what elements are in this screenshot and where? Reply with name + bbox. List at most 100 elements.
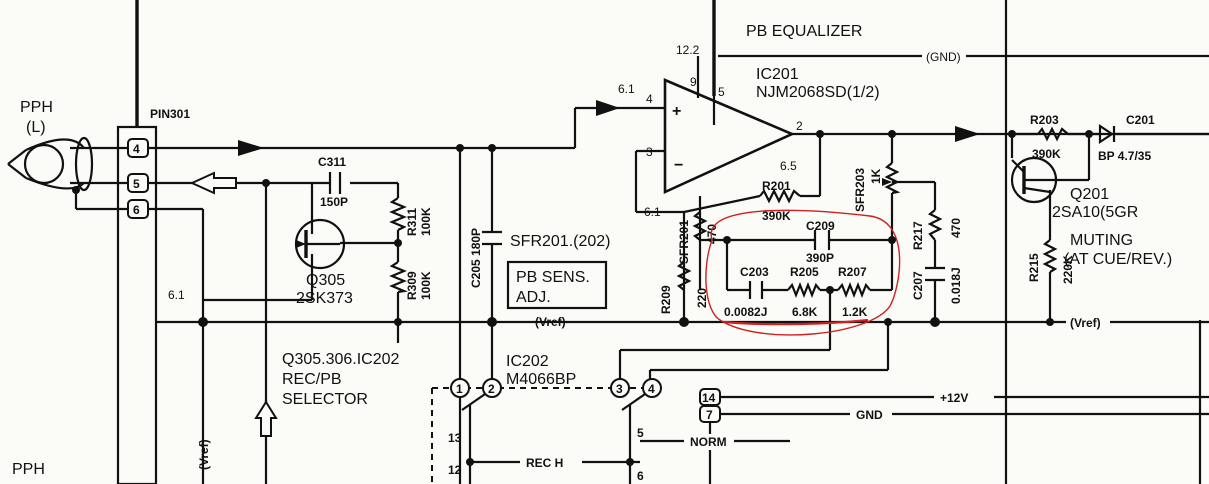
feedback-network: R201 390K SFR201 470 R209 220 C209 390P … (659, 162, 963, 336)
ic202-pin-3: 3 (616, 382, 623, 396)
pph-left-connector: PPH (L) PPH (7, 99, 94, 478)
q305-area: C311 150P R311 100K R309 100K Q305 2SK37… (282, 155, 433, 408)
norm-label: NORM (690, 435, 727, 449)
ic201-opamp: + − 4 3 2 9 5 6.1 6.1 6.5 12.2 PB EQUALI… (618, 23, 966, 219)
opamp-voltage-out: 6.5 (780, 159, 797, 173)
q201-part: 2SA10(5GR (1052, 204, 1138, 221)
vref-right-label: (Vref) (1070, 316, 1101, 330)
c203-ref: C203 (740, 265, 769, 279)
vref-vertical-label: (Vref) (197, 439, 211, 470)
ic201-part: NJM2068SD(1/2) (756, 84, 880, 101)
arrow-right-icon (955, 126, 980, 142)
selector-line-1: Q305.306.IC202 (282, 351, 400, 368)
r207-ref: R207 (838, 265, 867, 279)
c207-ref: C207 (911, 271, 925, 300)
opamp-pin-out: 2 (796, 119, 803, 133)
ic202-pin-7: 7 (706, 408, 713, 422)
pph-l-label-2: (L) (26, 119, 46, 136)
sfr201-ref: SFR201 (677, 220, 691, 264)
r215-value: 220K (1061, 255, 1075, 284)
r311-value: 100K (419, 207, 433, 236)
arrow-right-icon (596, 100, 620, 116)
sfr-label: SFR201.(202) (510, 233, 611, 250)
opamp-pin-gnd: 5 (718, 85, 725, 99)
arrow-right-icon (238, 140, 264, 156)
junctions (72, 130, 1093, 466)
q305-part: 2SK373 (296, 290, 353, 307)
c205-label: C205 180P (469, 228, 483, 288)
arrow-left-hollow-icon (189, 171, 237, 195)
c311-value: 150P (320, 195, 348, 209)
r201-ref: R201 (762, 179, 791, 193)
r309-value: 100K (419, 271, 433, 300)
pin301-label: PIN301 (150, 107, 190, 121)
sfr203-ref: SFR203 (853, 168, 867, 212)
r209-ref: R209 (659, 285, 673, 314)
opamp-voltage-minus: 6.1 (644, 205, 661, 219)
node-voltage-6-1-left: 6.1 (168, 288, 185, 302)
pin301-pin-6: 6 (133, 203, 140, 217)
switch-num-5: 5 (637, 426, 644, 440)
ic202-pin-14: 14 (702, 391, 716, 405)
vref-label: (Vref) (535, 315, 566, 329)
selector-line-2: REC/PB (282, 371, 342, 388)
c209-value: 390P (806, 251, 834, 265)
gnd-top-label: (GND) (926, 50, 961, 64)
switch-num-6: 6 (637, 469, 644, 483)
c207-value: 0.018J (949, 267, 963, 304)
sfr203-value: 1K (869, 168, 883, 184)
opamp-pin-vcc: 9 (690, 75, 697, 89)
sfr201-value: 470 (705, 224, 719, 244)
c209-ref: C209 (806, 219, 835, 233)
r215-ref: R215 (1027, 253, 1041, 282)
q201-ref: Q201 (1070, 186, 1109, 203)
r207-value: 1.2K (842, 305, 868, 319)
annotation-underline (723, 318, 869, 326)
opamp-minus-sign: − (674, 157, 683, 174)
r205-value: 6.8K (792, 305, 818, 319)
gnd-rail-label: GND (856, 408, 883, 422)
opamp-pin-minus: 3 (646, 145, 653, 159)
selector-line-3: SELECTOR (282, 391, 368, 408)
annotation-ellipse (705, 209, 901, 336)
r203-ref: R203 (1030, 113, 1059, 127)
ic202-pin-2: 2 (488, 382, 495, 396)
opamp-voltage-vcc: 12.2 (676, 43, 700, 57)
arrow-up-hollow-icon (254, 400, 278, 437)
c201-value: BP 4.7/35 (1098, 149, 1151, 163)
r309-ref: R309 (405, 271, 419, 300)
pb-sens-line-2: ADJ. (516, 289, 551, 306)
opamp-pin-plus: 4 (646, 92, 653, 106)
wires (70, 0, 1209, 484)
switch-num-13: 13 (448, 431, 462, 445)
pin301-pin-4: 4 (133, 142, 140, 156)
pb-sens-line-1: PB SENS. (516, 269, 590, 286)
ic202-part: M4066BP (506, 371, 576, 388)
r205-ref: R205 (790, 265, 819, 279)
pin301-header: PIN301 4 5 6 6.1 (127, 107, 190, 302)
middle-area: C205 180P SFR201.(202) PB SENS. ADJ. (Vr… (197, 228, 994, 483)
signal-arrows (189, 100, 980, 437)
r203-value: 390K (1032, 147, 1061, 161)
ic201-ref: IC201 (756, 66, 799, 83)
pph-r-label: PPH (12, 461, 45, 478)
rec-h-label: REC H (526, 456, 563, 470)
pb-equalizer-title: PB EQUALIZER (746, 23, 862, 40)
r201-value: 390K (762, 209, 791, 223)
r311-ref: R311 (405, 208, 419, 236)
plus12v-label: +12V (940, 391, 968, 405)
r209-value: 220 (695, 288, 709, 308)
q305-ref: Q305 (306, 272, 345, 289)
muting-line-1: MUTING (1070, 232, 1133, 249)
c311-ref: C311 (318, 155, 346, 169)
pin301-pin-5: 5 (133, 177, 140, 191)
opamp-voltage-plus: 6.1 (618, 82, 635, 96)
right-area: R203 390K C201 BP 4.7/35 Q201 2SA10(5GR … (1010, 113, 1209, 330)
r217-value: 470 (949, 218, 963, 238)
ic202-pin-1: 1 (456, 382, 463, 396)
c203-value: 0.0082J (724, 305, 767, 319)
c201-ref: C201 (1126, 113, 1155, 127)
ic202-ref: IC202 (506, 353, 549, 370)
opamp-plus-sign: + (672, 103, 681, 120)
